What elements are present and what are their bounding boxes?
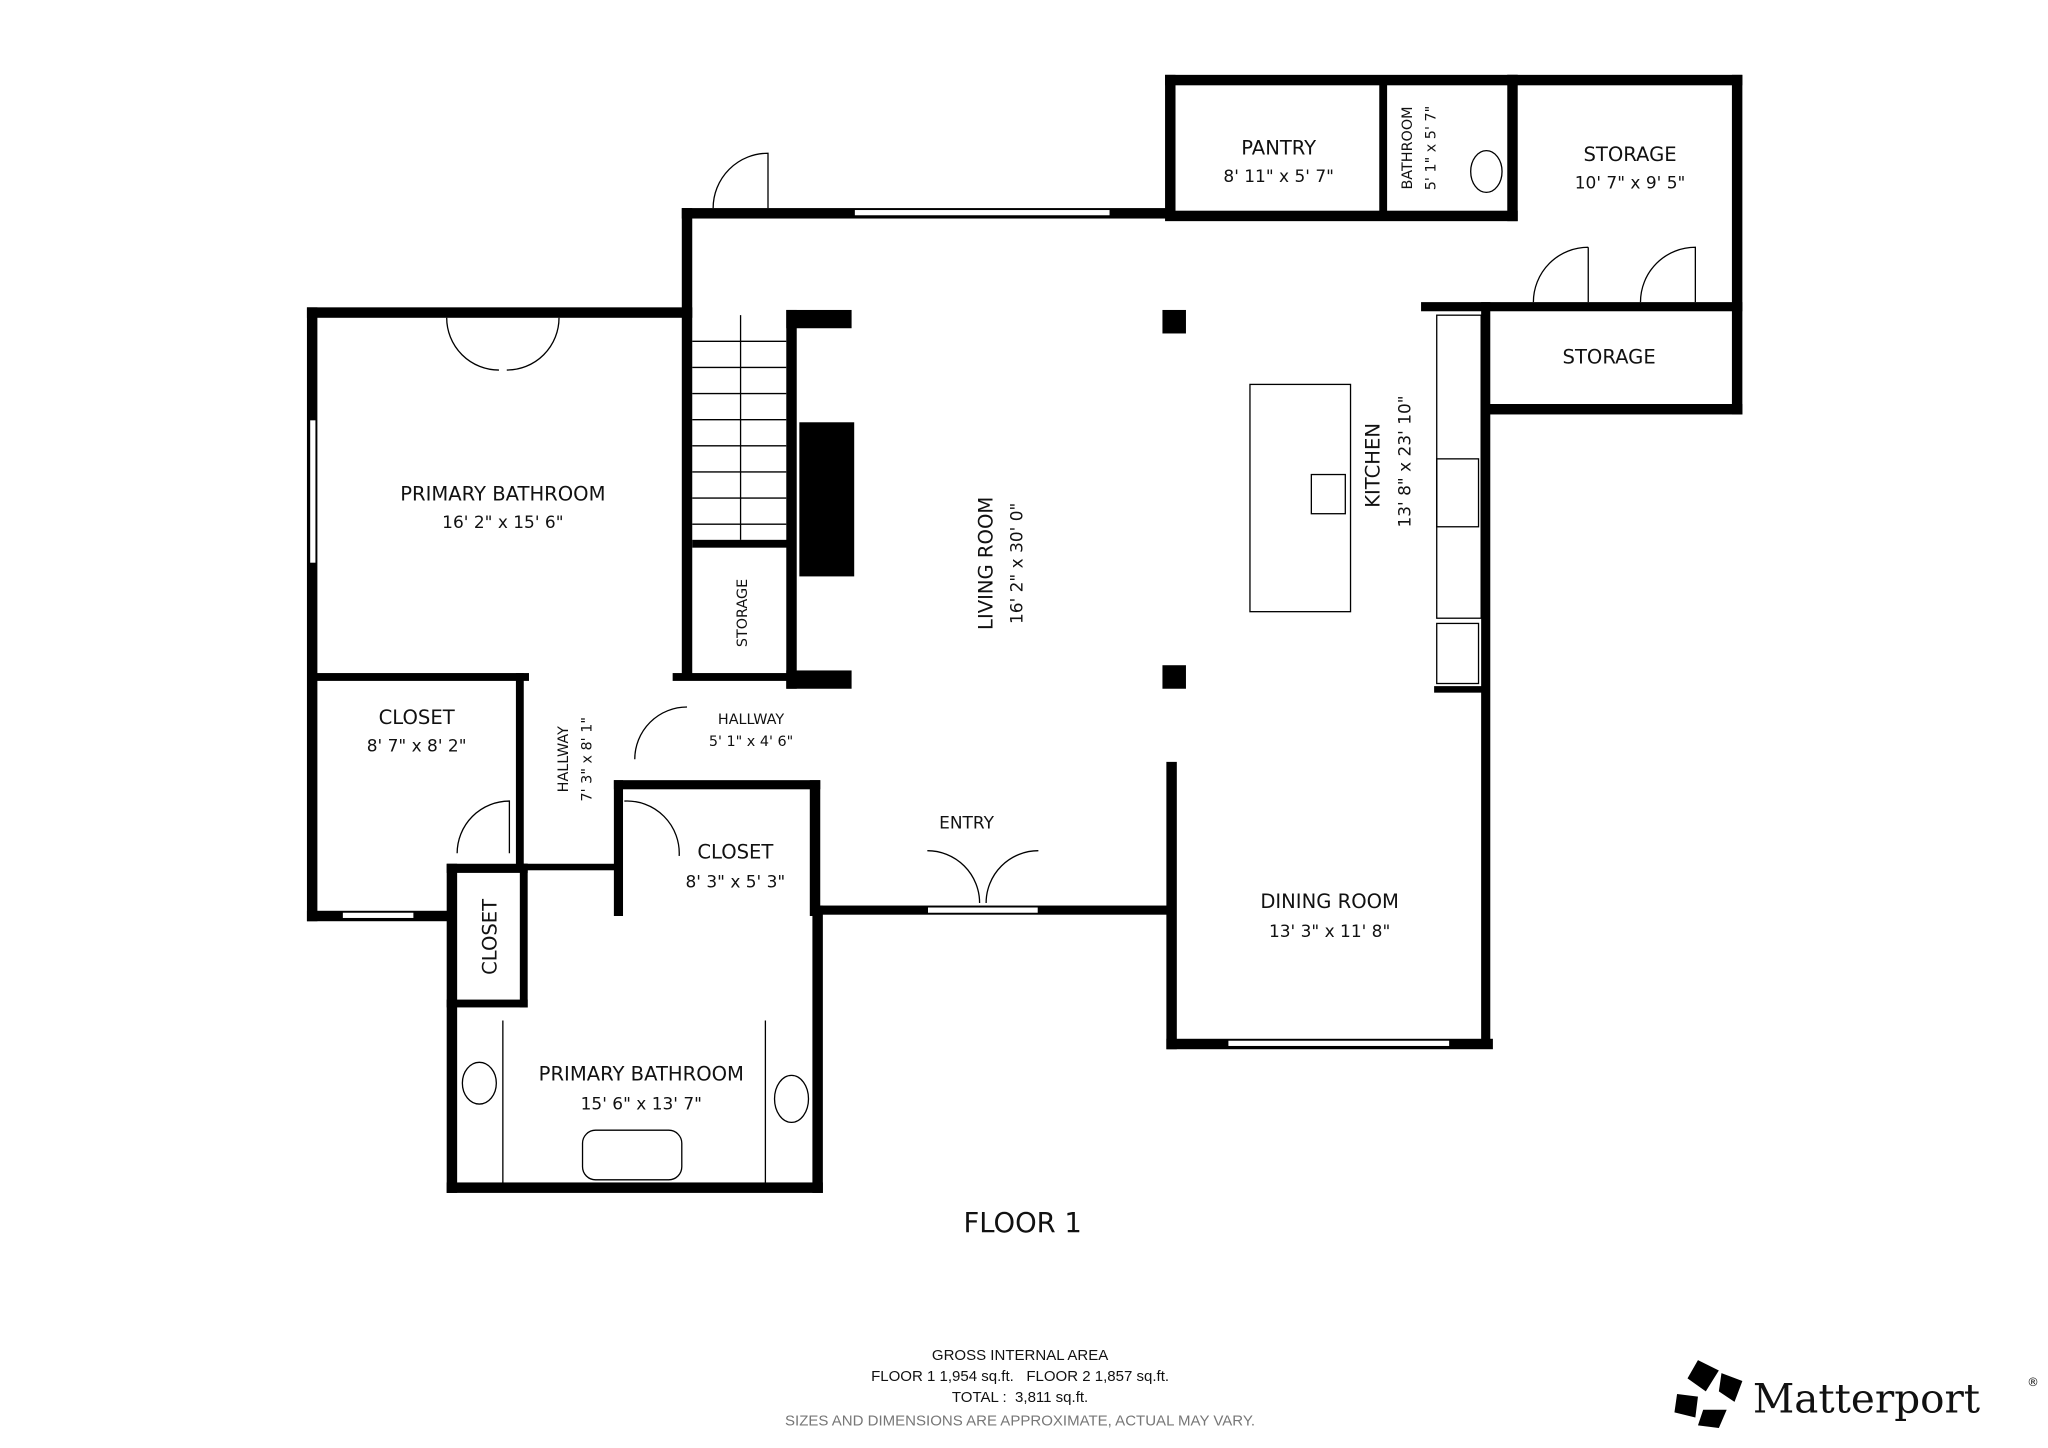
room-dims-closet-mid: 8' 3" x 5' 3" xyxy=(685,872,785,892)
sink-icon xyxy=(461,1061,497,1105)
sink-icon xyxy=(773,1074,810,1124)
room-dims-primary-bathroom-lower: 15' 6" x 13' 7" xyxy=(581,1094,702,1114)
disclaimer: SIZES AND DIMENSIONS ARE APPROXIMATE, AC… xyxy=(785,1412,1255,1429)
matterport-wordmark: Matterport xyxy=(1753,1374,1980,1422)
door-icon xyxy=(712,152,769,209)
room-name-primary-bathroom-lower: PRIMARY BATHROOM xyxy=(539,1063,744,1086)
door-icon xyxy=(927,850,1039,903)
sink-icon xyxy=(1310,473,1346,515)
floor-label: FLOOR 1 xyxy=(963,1208,1081,1239)
walls xyxy=(306,74,1743,1193)
room-dims-dining: 13' 3" x 11' 8" xyxy=(1269,922,1390,942)
room-dims-pantry: 8' 11" x 5' 7" xyxy=(1223,167,1334,187)
room-dims-primary-bathroom: 16' 2" x 15' 6" xyxy=(442,513,563,533)
room-name-storage: STORAGE xyxy=(1583,143,1676,166)
room-dims-hallway: 7' 3" x 8' 1" xyxy=(580,717,596,801)
toilet-icon xyxy=(1470,149,1503,194)
room-dims-living: 16' 2" x 30' 0" xyxy=(1008,503,1028,624)
room-name-primary-bathroom: PRIMARY BATHROOM xyxy=(400,483,605,506)
room-dims-closet: 8' 7" x 8' 2" xyxy=(367,736,467,756)
room-name-entry: ENTRY xyxy=(939,813,994,833)
door-icon xyxy=(456,800,511,854)
kitchen-island xyxy=(1249,383,1352,613)
room-name-hallway-mid: HALLWAY xyxy=(718,712,784,728)
room-name-pantry: PANTRY xyxy=(1241,137,1316,160)
kitchen-counter xyxy=(1436,314,1482,619)
room-dims-kitchen: 13' 8" x 23' 10" xyxy=(1396,395,1416,527)
room-name-storage-stair: STORAGE xyxy=(735,579,751,647)
stove-icon xyxy=(1436,458,1480,528)
room-dims-hallway-mid: 5' 1" x 4' 6" xyxy=(709,734,793,750)
area-summary: GROSS INTERNAL AREA FLOOR 1 1,954 sq.ft.… xyxy=(785,1347,1255,1429)
matterport-logo: Matterport ® xyxy=(1674,1360,2039,1428)
room-name-closet-small: CLOSET xyxy=(478,898,501,975)
area-floors: FLOOR 1 1,954 sq.ft. FLOOR 2 1,857 sq.ft… xyxy=(871,1368,1169,1385)
room-dims-bathroom: 5' 1" x 5' 7" xyxy=(1423,106,1439,190)
room-name-kitchen: KITCHEN xyxy=(1361,423,1384,508)
room-name-living: LIVING ROOM xyxy=(975,497,998,630)
room-name-storage-lower: STORAGE xyxy=(1563,346,1656,369)
door-icon xyxy=(634,706,688,760)
registered-mark: ® xyxy=(2027,1375,2039,1389)
room-dims-storage: 10' 7" x 9' 5" xyxy=(1575,173,1686,193)
room-name-bathroom: BATHROOM xyxy=(1400,106,1416,189)
door-icon xyxy=(446,317,560,371)
room-name-closet-mid: CLOSET xyxy=(697,841,774,864)
fixtures xyxy=(308,149,1696,1183)
room-labels: PANTRY 8' 11" x 5' 7" BATHROOM 5' 1" x 5… xyxy=(367,106,1686,1115)
area-title: GROSS INTERNAL AREA xyxy=(932,1347,1108,1364)
room-name-closet: CLOSET xyxy=(379,706,456,729)
bathtub-icon xyxy=(581,1129,683,1181)
area-total: TOTAL : 3,811 sq.ft. xyxy=(952,1389,1088,1406)
room-name-hallway: HALLWAY xyxy=(556,726,572,792)
room-name-dining: DINING ROOM xyxy=(1260,890,1399,913)
door-icon xyxy=(624,800,680,856)
door-icon xyxy=(1532,246,1696,303)
matterport-mark-icon xyxy=(1674,1360,1743,1428)
